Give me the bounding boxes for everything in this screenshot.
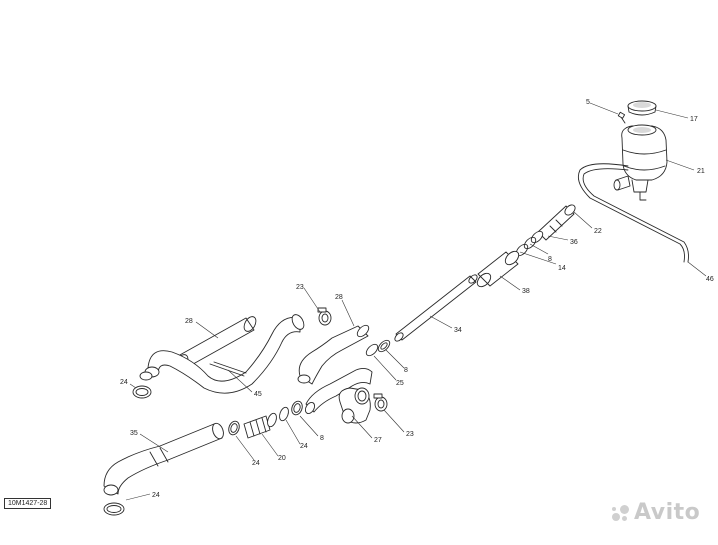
callout-24: 24 xyxy=(120,379,128,386)
callout-5: 5 xyxy=(586,99,590,106)
hose-clamp-right xyxy=(373,393,388,412)
screw xyxy=(617,111,626,124)
elbow-hose xyxy=(304,367,373,415)
callout-25: 25 xyxy=(396,380,404,387)
callout-24-low: 24 xyxy=(300,443,308,450)
callout-27: 27 xyxy=(374,437,382,444)
watermark: Avito xyxy=(610,500,700,525)
callout-24-bottom: 24 xyxy=(152,492,160,499)
long-pipe xyxy=(394,274,478,342)
callout-14: 14 xyxy=(558,265,566,272)
leader-lines xyxy=(125,102,707,501)
lower-hose xyxy=(103,422,224,496)
reference-code: 10M1427-28 xyxy=(4,498,52,509)
ring-clamp-bottom xyxy=(103,502,125,516)
reservoir-cap xyxy=(627,100,657,116)
watermark-logo-icon xyxy=(610,503,630,523)
callout-35: 35 xyxy=(130,430,138,437)
elbow-fitting xyxy=(338,387,371,424)
hose-clamp-top xyxy=(291,307,332,330)
callout-22: 22 xyxy=(594,228,602,235)
callout-28: 28 xyxy=(185,318,193,325)
callout-8-mid: 8 xyxy=(404,367,408,374)
callout-36: 36 xyxy=(570,239,578,246)
callout-38: 38 xyxy=(522,288,530,295)
callout-8-low: 8 xyxy=(320,435,324,442)
callout-28-right: 28 xyxy=(335,294,343,301)
ring-clamp-mid xyxy=(365,339,391,357)
curved-hose-right xyxy=(297,324,370,385)
callout-46: 46 xyxy=(706,276,714,283)
callout-8: 8 xyxy=(548,256,552,263)
callout-labels: 5 17 21 22 36 8 14 46 38 34 23 28 28 8 2… xyxy=(120,99,714,499)
s-bend-hose xyxy=(144,316,301,394)
callout-34: 34 xyxy=(454,327,462,334)
watermark-text: Avito xyxy=(634,500,701,525)
callout-45: 45 xyxy=(254,391,262,398)
expansion-tank xyxy=(613,124,668,201)
callout-23-right: 23 xyxy=(406,431,414,438)
callout-21: 21 xyxy=(697,168,705,175)
ring-clamp-left xyxy=(132,371,153,399)
sleeve xyxy=(476,250,520,288)
callout-24-lower: 24 xyxy=(252,460,260,467)
upper-hose xyxy=(537,204,576,241)
callout-20: 20 xyxy=(278,455,286,462)
overflow-hose xyxy=(577,163,689,263)
callout-17: 17 xyxy=(690,116,698,123)
callout-23: 23 xyxy=(296,284,304,291)
lower-joint xyxy=(228,400,303,439)
